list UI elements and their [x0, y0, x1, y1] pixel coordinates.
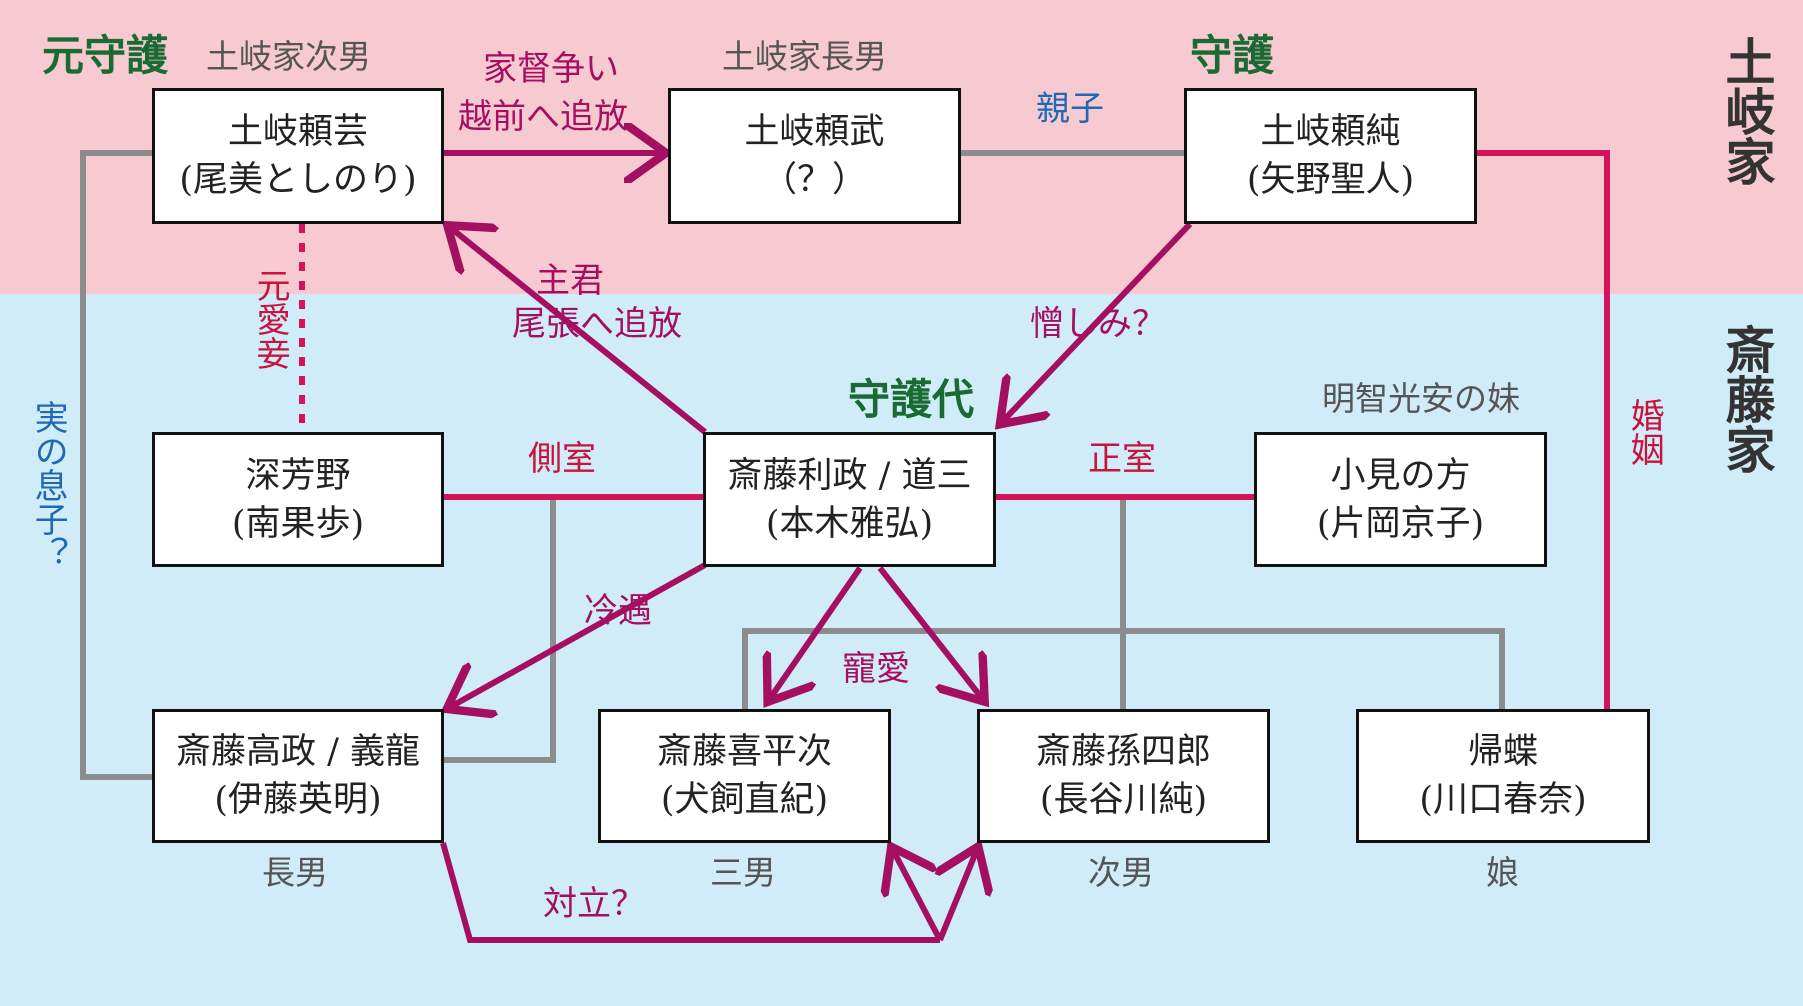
relation-label-parent-child: 親子 — [1036, 89, 1104, 129]
kin-line-yorinori-takamasa — [80, 150, 152, 780]
arrow-dosan-kiheiji — [771, 566, 863, 697]
person-actor: (矢野聖人) — [1246, 160, 1415, 200]
kin-line-miyoshino-takamasa — [443, 497, 556, 763]
person-box-magoshiro[interactable]: 斎藤孫四郎 (長谷川純) — [977, 709, 1270, 843]
person-actor: (川口春奈) — [1419, 780, 1587, 820]
kin-line-siblings — [742, 628, 1505, 709]
title-shugodai: 守護代 — [848, 375, 975, 424]
title-second-son-toki: 土岐家次男 — [206, 37, 371, 76]
person-name: 斎藤高政 / 義龍 — [175, 732, 421, 772]
arrow-dosan-magoshiro — [877, 566, 981, 697]
person-actor: (尾美としのり) — [179, 160, 417, 200]
title-third: 三男 — [710, 853, 776, 892]
relation-label-marriage: 婚姻 — [1624, 398, 1665, 466]
person-name: 土岐頼芸 — [227, 112, 368, 152]
relation-label-succession-1: 家督争い — [483, 49, 619, 89]
arrow-conflict-magoshiro — [940, 852, 976, 942]
relation-label-hatred: 憎しみ？ — [1030, 304, 1166, 344]
person-actor: (伊藤英明) — [214, 780, 382, 820]
person-box-yoritake[interactable]: 土岐頼武 （？） — [668, 88, 961, 224]
person-actor: (片岡京子) — [1316, 503, 1485, 544]
person-box-yorizumi[interactable]: 土岐頼純 (矢野聖人) — [1184, 88, 1477, 224]
relation-label-cold: 冷遇 — [584, 591, 652, 631]
conflict-line-takamasa — [440, 842, 940, 943]
relation-label-concubine: 側室 — [528, 439, 596, 479]
person-box-kiheiji[interactable]: 斎藤喜平次 (犬飼直紀) — [598, 709, 891, 843]
house-label-toki: 土岐家 — [1717, 36, 1776, 186]
person-name: 小見の方 — [1330, 455, 1471, 496]
person-name: 斎藤孫四郎 — [1035, 732, 1211, 772]
person-actor: (犬飼直紀) — [660, 780, 829, 820]
house-label-saito: 斎藤家 — [1717, 324, 1776, 474]
title-omi-note: 明智光安の妹 — [1322, 379, 1520, 418]
person-actor: （？） — [761, 160, 867, 200]
person-name: 斎藤喜平次 — [656, 732, 832, 772]
relation-label-lord-1: 主君 — [536, 261, 604, 301]
relation-label-favor: 寵愛 — [842, 649, 910, 689]
arrow-yorizumi-dosan — [1004, 221, 1193, 420]
title-shugo: 守護 — [1190, 31, 1275, 80]
person-actor: (南果歩) — [231, 503, 365, 544]
title-daughter: 娘 — [1486, 853, 1519, 892]
person-actor: (長谷川純) — [1039, 780, 1208, 820]
relation-label-lord-2: 尾張へ追放 — [512, 304, 682, 344]
person-name: 深芳野 — [245, 455, 351, 496]
person-box-kicho[interactable]: 帰蝶 (川口春奈) — [1356, 709, 1650, 843]
person-box-miyoshino[interactable]: 深芳野 (南果歩) — [152, 432, 444, 567]
relation-label-real-son: 実の息子？ — [28, 400, 69, 570]
person-box-takamasa[interactable]: 斎藤高政 / 義龍 (伊藤英明) — [152, 709, 444, 843]
person-box-yorinori[interactable]: 土岐頼芸 (尾美としのり) — [152, 88, 444, 224]
person-name: 土岐頼武 — [744, 112, 885, 152]
person-box-omi[interactable]: 小見の方 (片岡京子) — [1254, 432, 1547, 567]
title-eldest: 長男 — [262, 853, 328, 892]
arrow-dosan-takamasa — [452, 562, 707, 706]
relation-label-former-concubine: 元愛妾 — [250, 268, 291, 370]
arrow-conflict-kiheiji — [894, 852, 943, 942]
marriage-line-yorizumi-kicho — [1475, 150, 1610, 709]
person-name: 斎藤利政 / 道三 — [727, 455, 972, 496]
person-name: 土岐頼純 — [1260, 112, 1401, 152]
relation-label-succession-2: 越前へ追放 — [458, 97, 628, 137]
relation-label-wife: 正室 — [1088, 439, 1156, 479]
title-second: 次男 — [1088, 853, 1154, 892]
person-name: 帰蝶 — [1467, 732, 1538, 772]
title-former-shugo: 元守護 — [42, 31, 169, 80]
arrow-dosan-yorinori — [452, 229, 707, 435]
title-eldest-son-toki: 土岐家長男 — [722, 37, 887, 76]
person-box-dosan[interactable]: 斎藤利政 / 道三 (本木雅弘) — [703, 432, 996, 567]
person-actor: (本木雅弘) — [765, 503, 934, 544]
relation-label-conflict: 対立？ — [543, 884, 645, 924]
